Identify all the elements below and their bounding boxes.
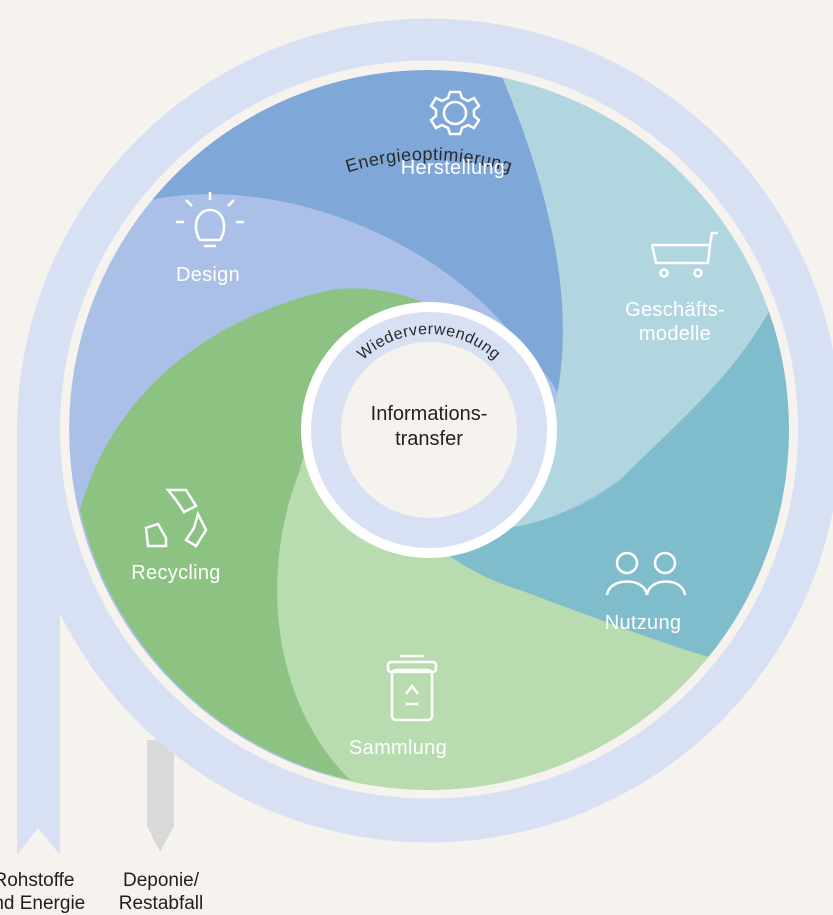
raw-materials-arrow [17,430,60,855]
segment-label-nutzung: Nutzung [604,612,682,634]
gear-icon [429,90,481,136]
raw-materials-label: Rohstoffe und Energie [0,870,86,914]
segment-label-geschaefts: Geschäfts- modelle [625,299,725,345]
landfill-label: Deponie/ Restabfall [118,870,204,914]
center-label: Informations- transfer [370,403,488,450]
center-disc [341,342,517,518]
segment-label-recycling: Recycling [131,562,221,584]
landfill-arrow [147,740,174,852]
users-icon [605,551,687,596]
recycle-icon [144,488,208,548]
lightbulb-icon [176,192,244,248]
segment-geschaefts [470,72,770,540]
segment-label-sammlung: Sammlung [349,737,447,759]
shopping-cart-icon [650,231,718,278]
segment-herstellung [150,70,593,539]
segment-label-design: Design [175,264,241,286]
segment-recycling [80,288,480,780]
segment-sammlung [254,360,720,790]
segment-label-herstellung: Herstellung [400,157,506,179]
recycling-bin-icon [386,654,438,722]
